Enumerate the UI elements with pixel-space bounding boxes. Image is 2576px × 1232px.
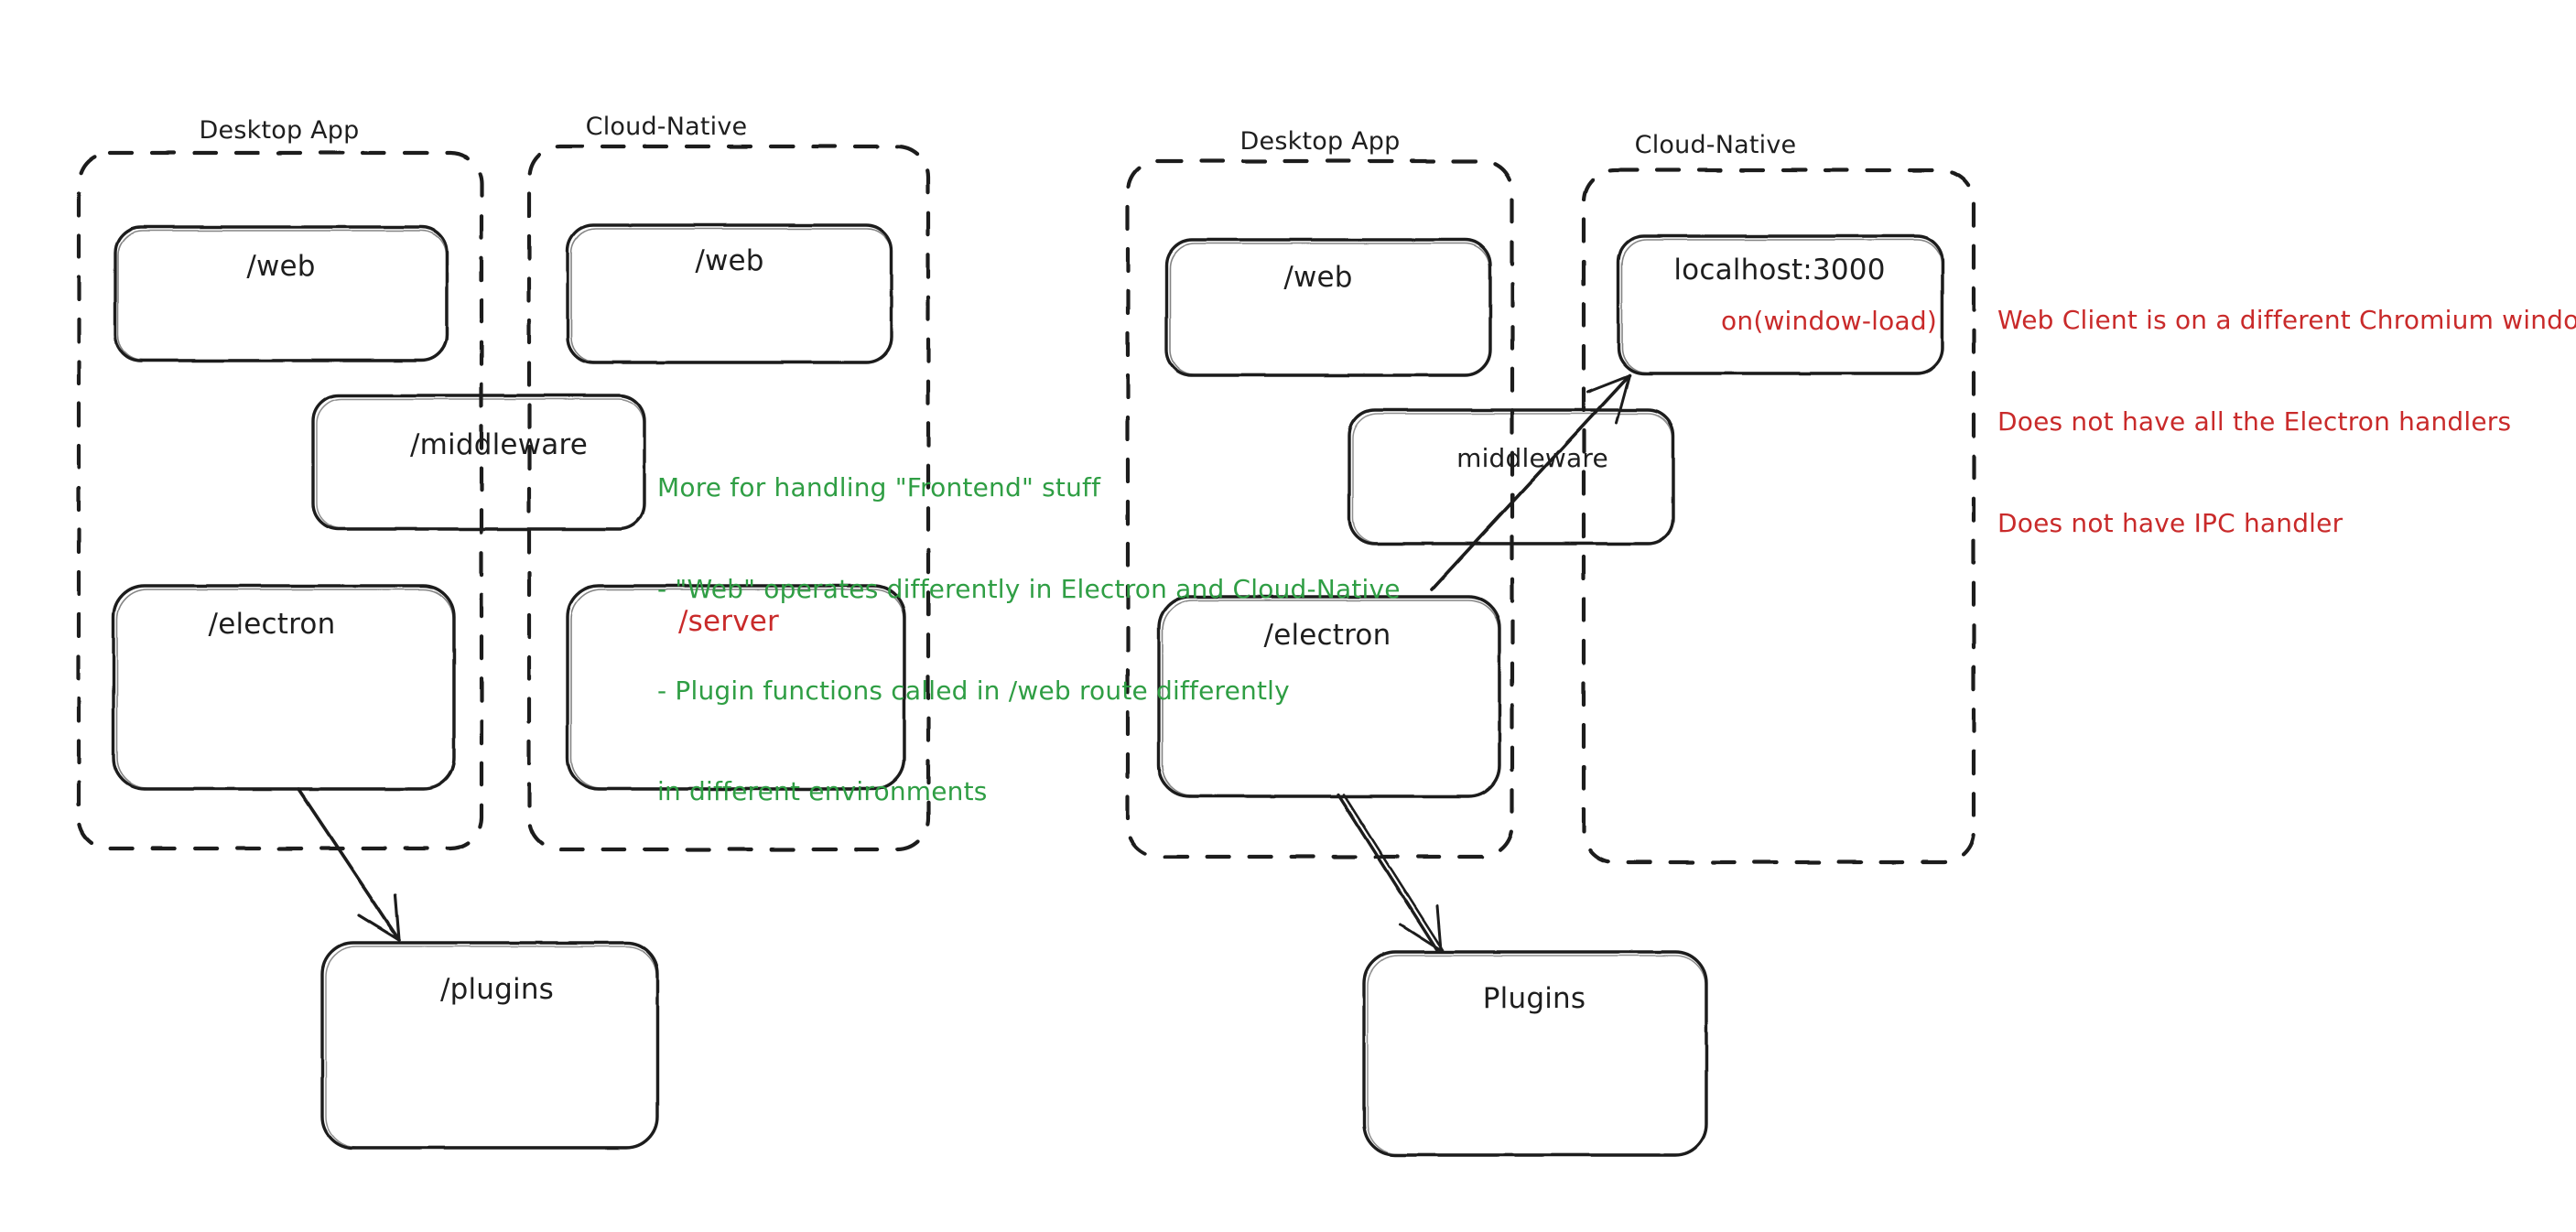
red-annotation-line-3: Does not have IPC handler	[1997, 507, 2343, 538]
green-annotation-line-1: More for handling "Frontend" stuff	[657, 471, 1101, 503]
right-localhost-label: localhost:3000	[1673, 254, 1886, 286]
red-annotation-line-1: Web Client is on a different Chromium wi…	[1997, 304, 2576, 335]
right-localhost-sublabel: on(window-load)	[1721, 306, 1937, 336]
left-server-label: /server	[678, 605, 779, 638]
right-web-desktop-node[interactable]	[1166, 240, 1490, 375]
green-annotation: More for handling "Frontend" stuff - "We…	[657, 404, 1401, 877]
red-annotation-line-2: Does not have all the Electron handlers	[1997, 405, 2512, 437]
red-annotation: Web Client is on a different Chromium wi…	[1997, 236, 2576, 608]
right-cloud-native-label: Cloud-Native	[1634, 131, 1797, 159]
left-desktop-app-label: Desktop App	[199, 116, 360, 145]
left-web-desktop-node[interactable]	[115, 227, 447, 361]
green-annotation-line-3: - Plugin functions called in /web route …	[657, 675, 1290, 706]
left-middleware-node[interactable]	[313, 395, 644, 529]
right-middleware-node[interactable]	[1349, 410, 1673, 544]
right-localhost-node[interactable]	[1618, 236, 1943, 373]
right-electron-node[interactable]	[1159, 597, 1499, 796]
right-plugins-node[interactable]	[1364, 952, 1706, 1155]
left-web-cloud-label: /web	[695, 244, 764, 277]
right-plugins-label: Plugins	[1482, 982, 1586, 1015]
left-web-desktop-label: /web	[246, 250, 316, 283]
left-plugins-label: /plugins	[439, 973, 555, 1006]
green-annotation-line-2: - "Web" operates differently in Electron…	[657, 573, 1401, 604]
left-server-node[interactable]	[568, 586, 904, 789]
left-electron-label: /electron	[208, 608, 336, 641]
right-desktop-app-label: Desktop App	[1239, 127, 1401, 156]
right-electron-label: /electron	[1263, 619, 1391, 652]
left-electron-node[interactable]	[114, 586, 454, 789]
left-middleware-label: /middleware	[410, 428, 588, 461]
left-cloud-native-label: Cloud-Native	[585, 113, 748, 141]
left-plugins-node[interactable]	[322, 943, 657, 1148]
right-web-desktop-label: /web	[1283, 261, 1353, 294]
right-middleware-label: middleware	[1456, 443, 1608, 473]
green-annotation-line-4: in different environments	[657, 776, 988, 807]
left-web-cloud-node[interactable]	[568, 225, 892, 362]
